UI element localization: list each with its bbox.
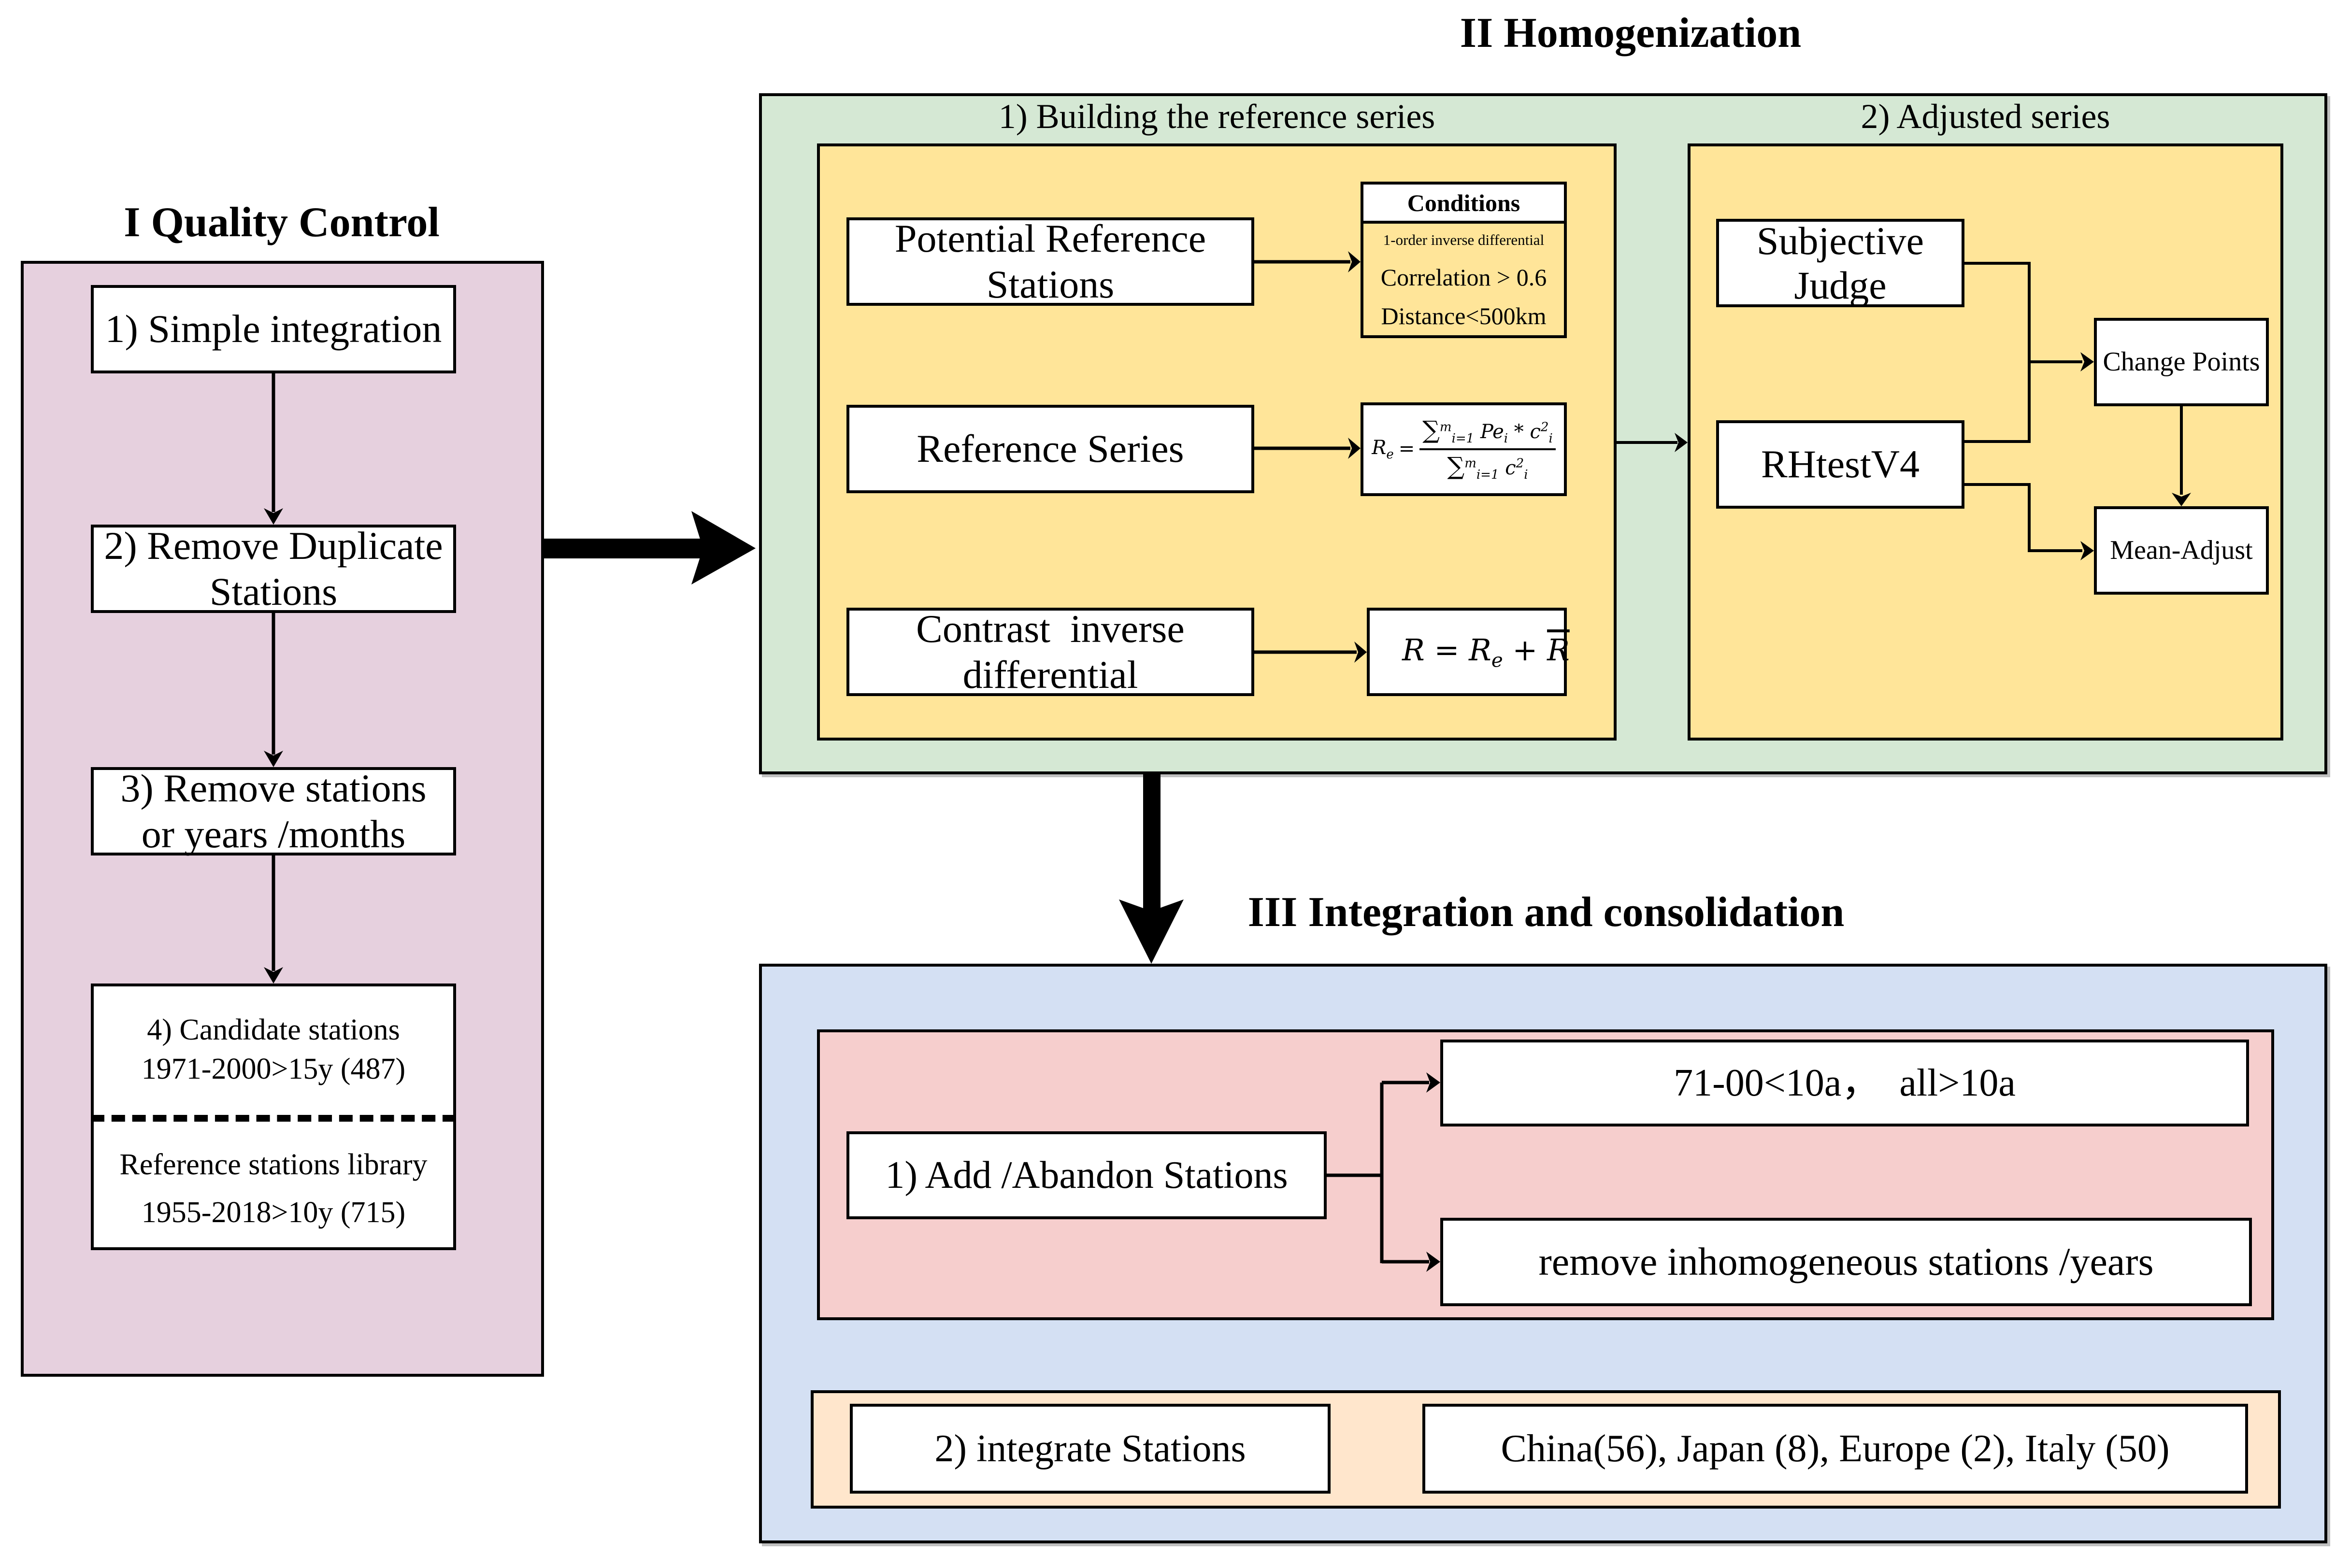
reference-series-section-label: 1) Building the reference series [998, 97, 1435, 136]
qc-step-label-line1: 3) Remove stations [120, 766, 427, 811]
qc-step-label-line2: or years /months [141, 812, 406, 856]
candidate-stations-line1: 4) Candidate stations [147, 1013, 400, 1046]
potential-reference-line2: Stations [986, 262, 1115, 306]
formula-fraction: ∑mi=1 Pei * c2i ∑mi=1 c2i [1419, 416, 1556, 482]
integrate-stations-label: 2) integrate Stations [934, 1427, 1246, 1470]
qc-final-box[interactable]: 4) Candidate stations 1971-2000>15y (487… [91, 984, 456, 1250]
conditions-box[interactable]: Conditions 1-order inverse differential … [1361, 182, 1567, 338]
add-abandon-stations-box[interactable]: 1) Add /Abandon Stations [846, 1131, 1327, 1219]
integration-title: III Integration and consolidation [1247, 889, 1845, 936]
formula-re: Re = ∑mi=1 Pei * c2i ∑mi=1 c2i [1372, 416, 1556, 482]
qc-step-label: 1) Simple integration [105, 307, 442, 351]
condition-item: Distance<500km [1381, 302, 1547, 329]
formula-denominator: ∑mi=1 c2i [1447, 452, 1528, 482]
mean-adjust-label: Mean-Adjust [2110, 535, 2253, 566]
subjective-line2: Judge [1794, 263, 1887, 307]
adjusted-series-section-label: 2) Adjusted series [1861, 97, 2110, 136]
reference-series-label: Reference Series [917, 427, 1184, 471]
quality-control-title: I Quality Control [124, 199, 440, 246]
criteria-box[interactable]: 71-00<10a， all>10a [1440, 1040, 2249, 1126]
qc-step-label-line1: 2) Remove Duplicate [104, 524, 443, 568]
dashed-divider [91, 1115, 456, 1122]
big-arrow-down [1119, 774, 1184, 964]
criteria-label: 71-00<10a， all>10a [1674, 1061, 2016, 1104]
integrate-stations-box[interactable]: 2) integrate Stations [850, 1404, 1331, 1494]
qc-step-remove-stations[interactable]: 3) Remove stations or years /months [91, 766, 456, 856]
homogenization-title: II Homogenization [1460, 10, 1802, 57]
station-sources-label: China(56), Japan (8), Europe (2), Italy … [1501, 1427, 2170, 1470]
formula-numerator: ∑mi=1 Pei * c2i [1419, 416, 1556, 450]
contrast-line1: Contrast inverse [916, 607, 1185, 651]
conditions-header: Conditions [1363, 185, 1564, 224]
change-points-label: Change Points [2103, 347, 2260, 377]
condition-item: 1-order inverse differential [1383, 231, 1545, 248]
qc-step-remove-duplicate[interactable]: 2) Remove Duplicate Stations [91, 524, 456, 613]
candidate-stations-section: 4) Candidate stations 1971-2000>15y (487… [94, 1011, 453, 1088]
qc-step-simple-integration[interactable]: 1) Simple integration [91, 285, 456, 373]
formula-eq: = [1398, 438, 1415, 460]
potential-reference-stations-box[interactable]: Potential Reference Stations [846, 216, 1254, 306]
formula-r: R = Re + R [1402, 632, 1570, 671]
change-points-box[interactable]: Change Points [2094, 318, 2269, 406]
mean-adjust-box[interactable]: Mean-Adjust [2094, 506, 2269, 595]
contrast-inverse-differential-box[interactable]: Contrast inverse differential [846, 607, 1254, 697]
reference-library-line1: Reference stations library [119, 1148, 428, 1181]
formula-re-box: Re = ∑mi=1 Pei * c2i ∑mi=1 c2i [1361, 402, 1567, 496]
subjective-judge-box[interactable]: Subjective Judge [1716, 219, 1964, 307]
formula-r-box: R = Re + R [1367, 608, 1570, 696]
candidate-stations-line2: 1971-2000>15y (487) [141, 1052, 406, 1085]
rhtestv4-label: RHtestV4 [1761, 442, 1920, 486]
condition-item: Correlation > 0.6 [1380, 264, 1547, 291]
rhtestv4-box[interactable]: RHtestV4 [1716, 420, 1964, 509]
reference-library-line2: 1955-2018>10y (715) [141, 1196, 406, 1229]
reference-library-section: Reference stations library 1955-2018>10y… [94, 1141, 453, 1237]
remove-inhomogeneous-box[interactable]: remove inhomogeneous stations /years [1440, 1218, 2252, 1306]
contrast-line2: differential [962, 652, 1138, 697]
reference-series-box[interactable]: Reference Series [846, 405, 1254, 493]
add-abandon-label: 1) Add /Abandon Stations [885, 1154, 1288, 1197]
subjective-line1: Subjective [1756, 218, 1924, 263]
station-sources-box[interactable]: China(56), Japan (8), Europe (2), Italy … [1422, 1404, 2248, 1494]
remove-inhomogeneous-label: remove inhomogeneous stations /years [1538, 1240, 2154, 1284]
qc-step-label-line2: Stations [209, 569, 338, 613]
big-arrow-right [544, 511, 756, 584]
formula-lhs: Re [1372, 436, 1394, 462]
potential-reference-line1: Potential Reference [894, 216, 1206, 261]
